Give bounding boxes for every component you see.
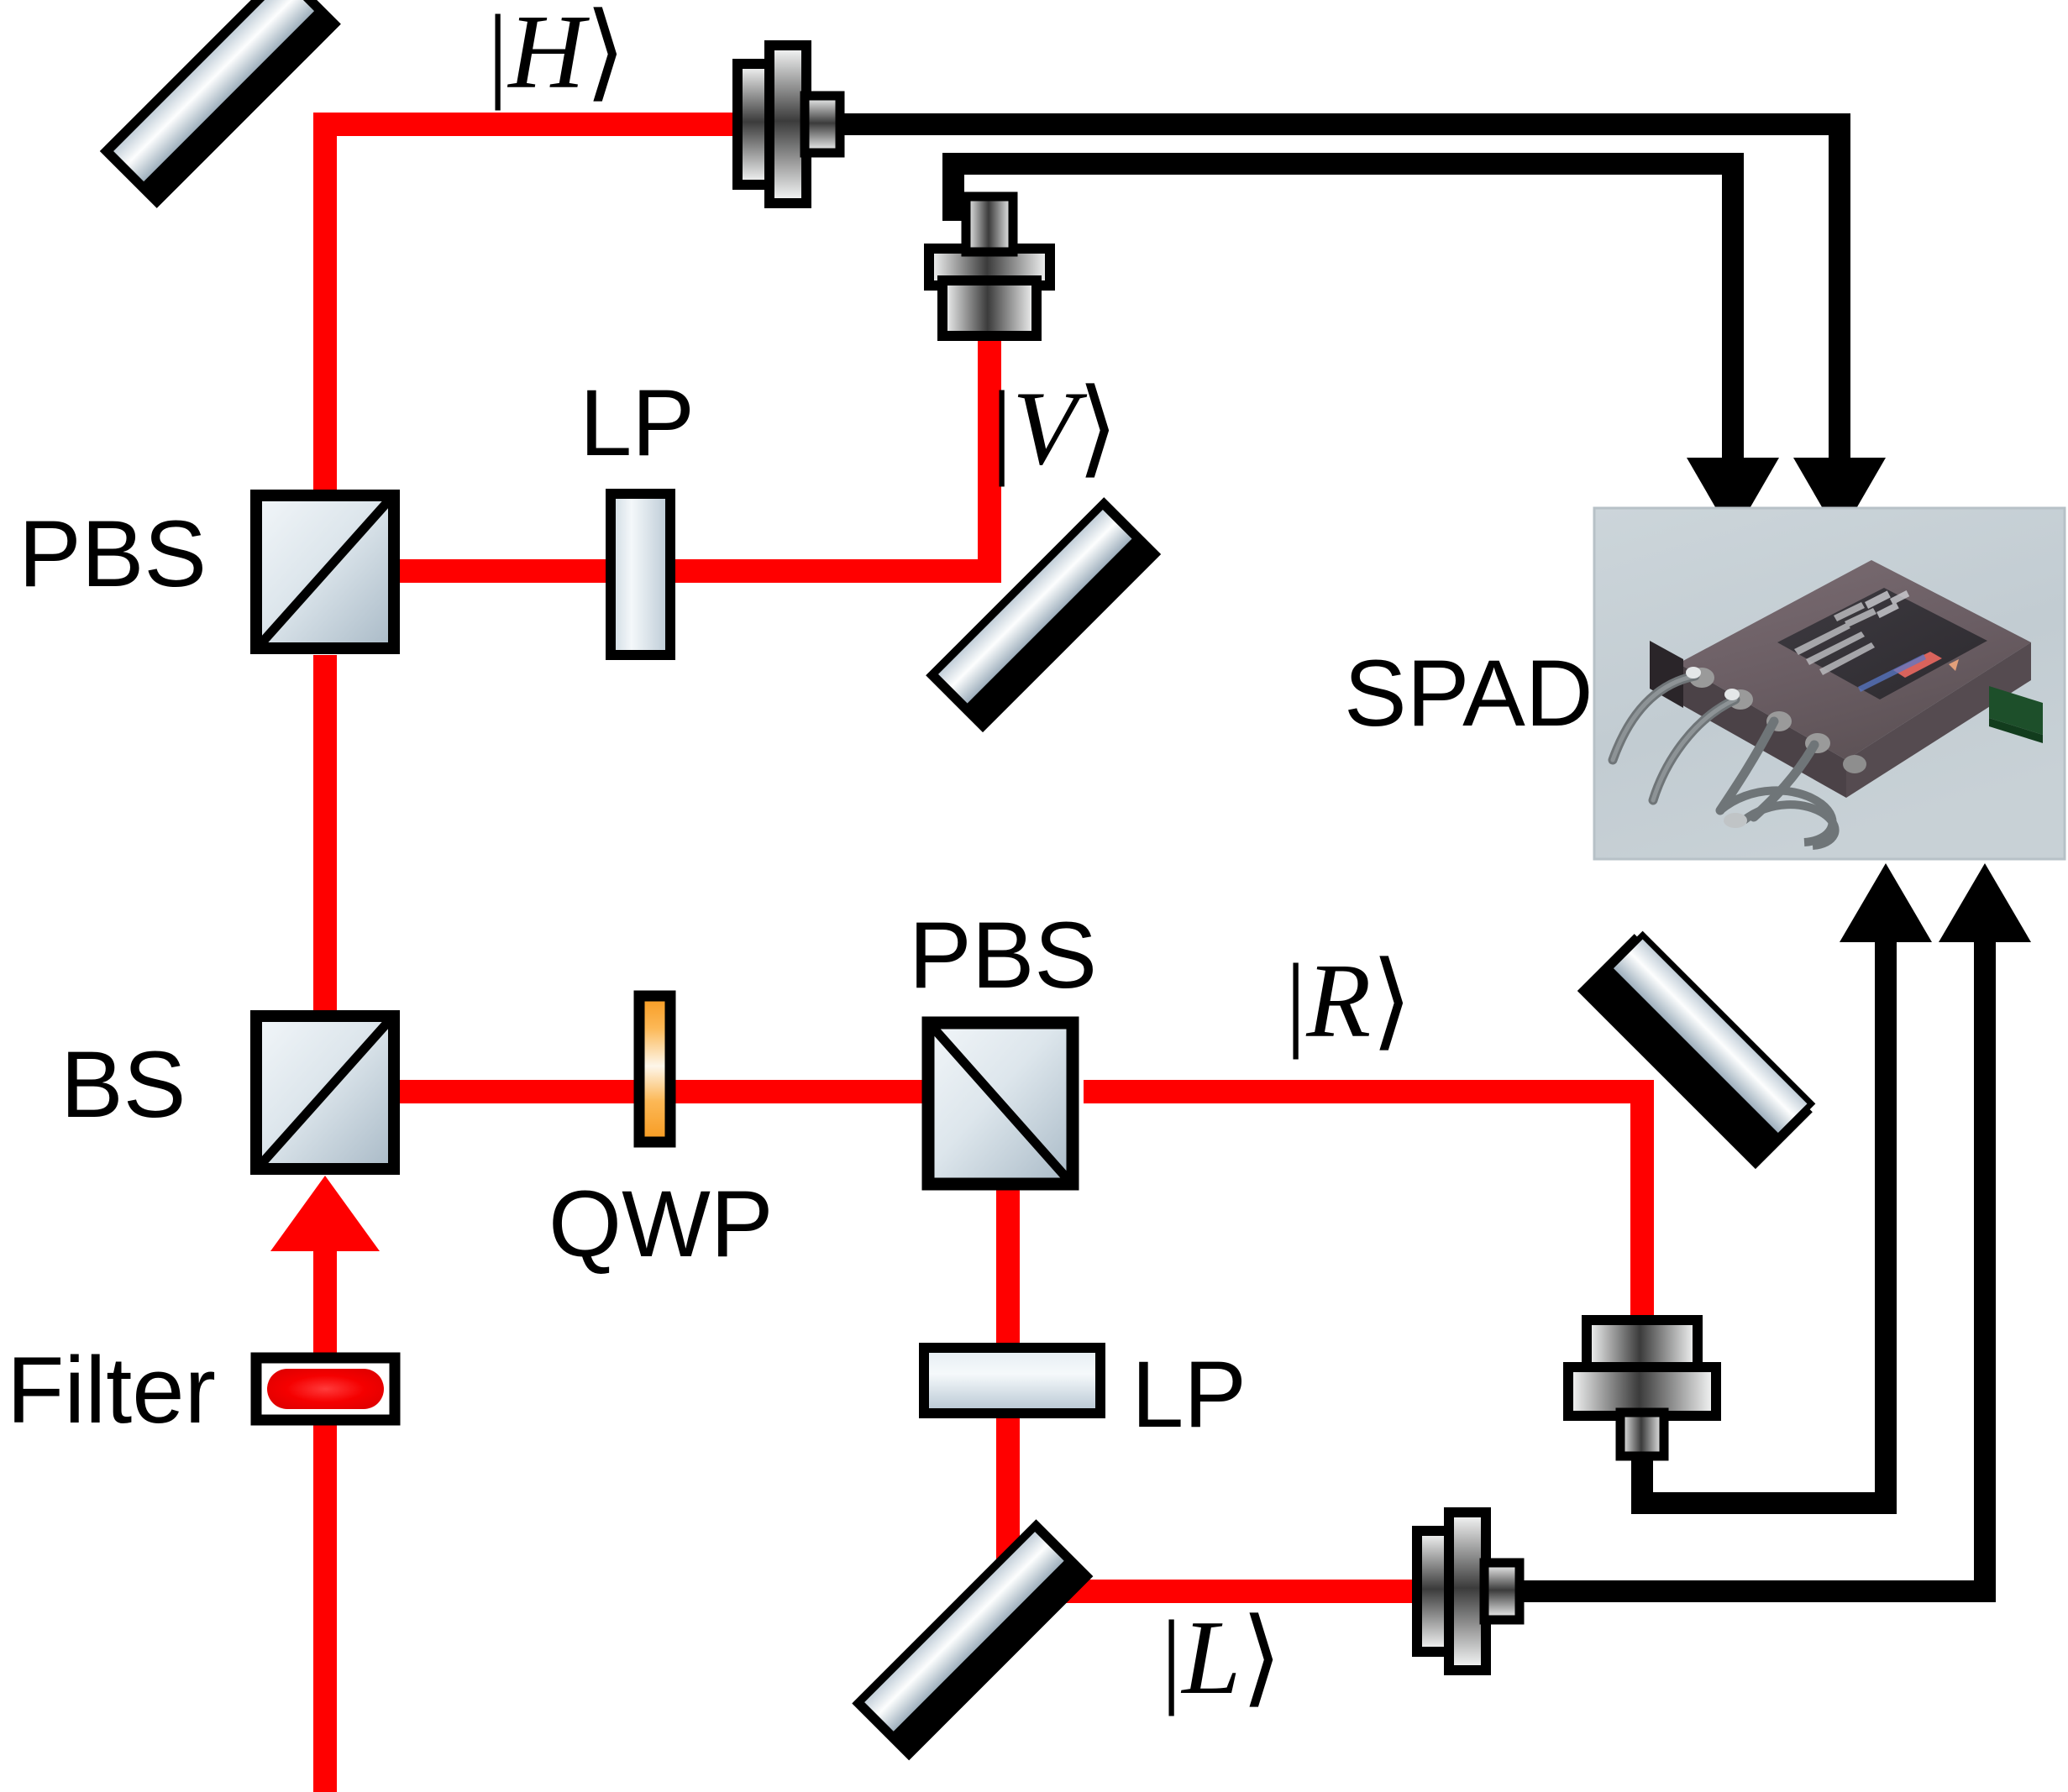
ket-v-symbol: V (1012, 370, 1078, 487)
ket-v-bar: | (991, 370, 1013, 487)
ket-h-close: ⟩ (585, 0, 627, 111)
spad-photo (1593, 506, 2066, 861)
mirror-top-left (99, 0, 341, 208)
cable-h (827, 113, 1850, 470)
arrow-down-h (1793, 458, 1886, 537)
beam-v (395, 327, 1001, 583)
pbs-upper-cube (250, 490, 400, 654)
fiber-cables (827, 113, 1996, 1602)
ket-r-bar: | (1285, 943, 1307, 1060)
ket-l-symbol: L (1182, 1600, 1241, 1716)
qwp-plate (633, 990, 676, 1148)
mirror-lower-right (1577, 930, 1816, 1170)
coupler-h (732, 40, 845, 208)
arrow-up-r (1840, 863, 1932, 942)
label-filter: Filter (7, 1338, 216, 1443)
pbs-lower-cube (921, 1016, 1079, 1191)
ket-r-close: ⟩ (1371, 943, 1413, 1060)
label-bs: BS (60, 1032, 186, 1137)
beam-h (313, 113, 739, 504)
arrow-up-l (1939, 863, 2031, 942)
ket-h-symbol: H (508, 0, 585, 111)
mirror-upper-right (926, 497, 1162, 733)
ket-l-bar: | (1161, 1600, 1183, 1716)
label-pbs-upper: PBS (18, 501, 207, 606)
mirror-bottom (852, 1519, 1094, 1761)
ket-v-close: ⟩ (1077, 370, 1119, 487)
filter-element (250, 1352, 401, 1426)
label-ket-l: |L⟩ (1161, 1606, 1282, 1711)
arrow-down-v (1687, 458, 1779, 537)
label-lp-upper: LP (580, 370, 695, 475)
cable-r (1631, 924, 1897, 1514)
coupler-v (924, 191, 1055, 341)
cable-l (1512, 924, 1996, 1602)
ket-l-close: ⟩ (1241, 1600, 1283, 1716)
coupler-r (1563, 1315, 1721, 1461)
coupler-l (1412, 1507, 1525, 1675)
label-pbs-lower: PBS (909, 903, 1098, 1008)
ket-r-symbol: R (1306, 943, 1372, 1060)
label-qwp: QWP (548, 1171, 774, 1276)
label-ket-v: |V⟩ (991, 376, 1118, 482)
input-beam-arrowhead (270, 1176, 380, 1251)
label-ket-h: |H⟩ (487, 0, 626, 106)
label-lp-lower: LP (1131, 1342, 1247, 1447)
bs-cube (250, 1010, 400, 1175)
lp-upper-plate (606, 489, 675, 660)
lp-lower-plate (919, 1343, 1105, 1418)
beam-r (1084, 1080, 1654, 1318)
ket-h-bar: | (487, 0, 509, 111)
label-spad: SPAD (1344, 641, 1593, 746)
label-ket-r: |R⟩ (1285, 949, 1412, 1055)
cable-arrowheads (1687, 458, 2031, 942)
